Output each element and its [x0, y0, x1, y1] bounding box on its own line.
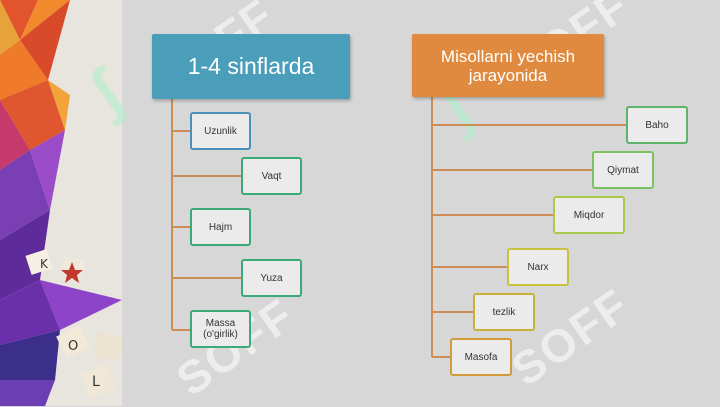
node-uzunlik: Uzunlik [190, 112, 251, 150]
node-hajm: Hajm [190, 208, 251, 246]
node-label: Massa (o'girlik) [203, 318, 238, 340]
svg-text:L: L [92, 374, 100, 390]
right-group-header: Misollarni yechish jarayonida [412, 34, 604, 97]
node-massa: Massa (o'girlik) [190, 310, 251, 348]
left-group-header: 1-4 sinflarda [152, 34, 350, 99]
node-label: Masofa [464, 351, 498, 363]
node-label: Yuza [260, 272, 283, 284]
node-tezlik: tezlik [473, 293, 535, 331]
node-label: Narx [527, 261, 549, 273]
node-label: Hajm [208, 221, 233, 233]
node-label: Baho [645, 119, 669, 131]
geometric-shapes-image: K O L [0, 0, 122, 406]
right-group-title: Misollarni yechish jarayonida [440, 46, 576, 85]
node-vaqt: Vaqt [241, 157, 302, 195]
node-label: tezlik [492, 306, 516, 318]
left-group-title: 1-4 sinflarda [187, 53, 315, 79]
node-yuza: Yuza [241, 259, 302, 297]
node-label: Vaqt [261, 170, 282, 182]
node-baho: Baho [626, 106, 688, 144]
node-miqdor: Miqdor [553, 196, 625, 234]
svg-text:O: O [68, 339, 78, 354]
node-masofa: Masofa [450, 338, 512, 376]
svg-text:K: K [40, 257, 49, 271]
decorative-side-art: K O L [0, 0, 122, 406]
node-qiymat: Qiymat [592, 151, 654, 189]
node-label: Qiymat [607, 164, 639, 176]
node-label: Miqdor [573, 209, 605, 221]
node-label: Uzunlik [204, 125, 237, 137]
node-narx: Narx [507, 248, 569, 286]
